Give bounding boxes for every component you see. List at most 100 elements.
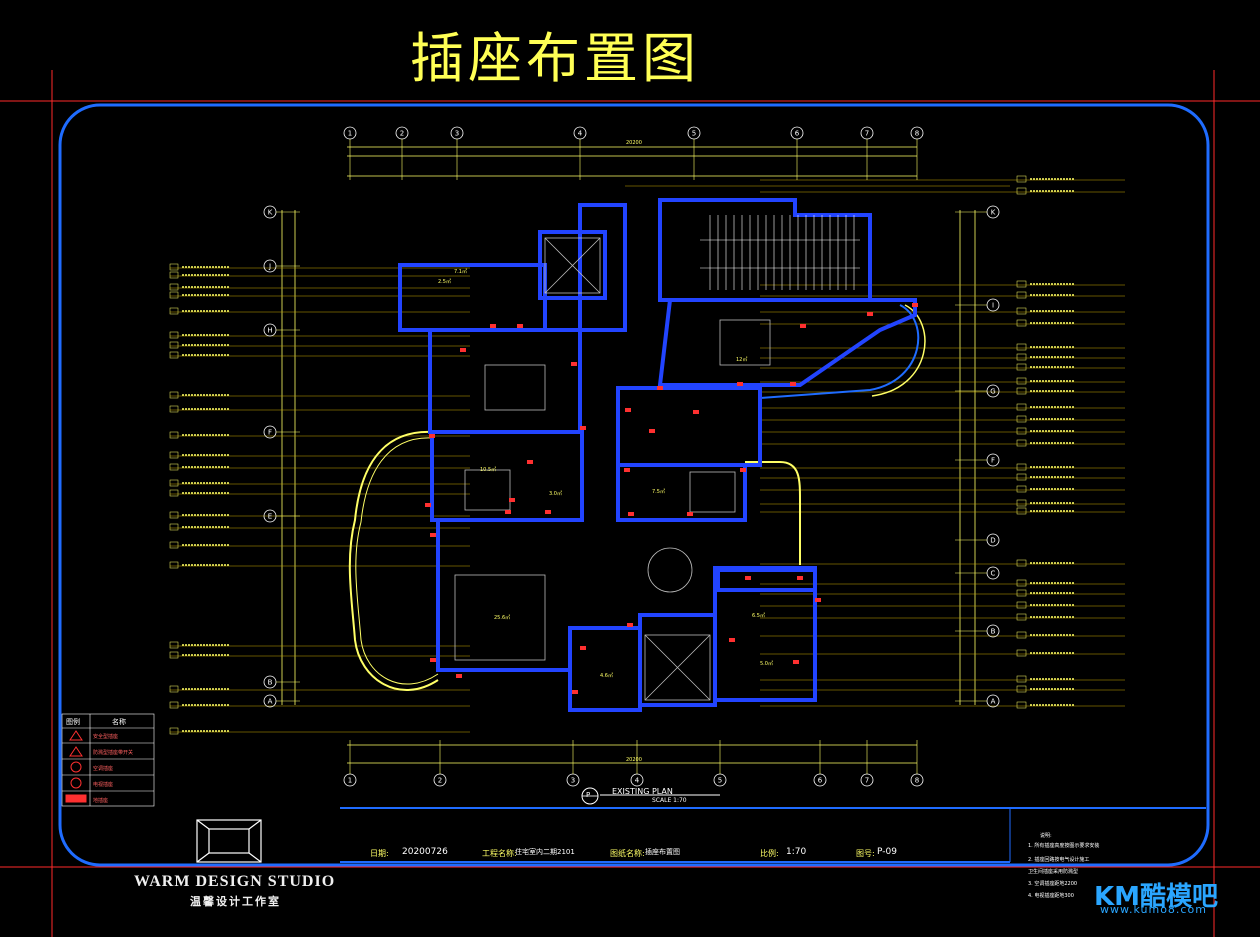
grid-bubble: C bbox=[986, 566, 1000, 580]
grid-bubble: 3 bbox=[450, 126, 464, 140]
sockets bbox=[425, 303, 918, 694]
date-label: 日期: bbox=[370, 849, 389, 858]
svg-text:3: 3 bbox=[455, 130, 459, 138]
grid-bubble: F bbox=[263, 425, 277, 439]
grid-bubble: J bbox=[263, 259, 277, 273]
grid-bubble: K bbox=[986, 205, 1000, 219]
number-label: 图号: bbox=[856, 849, 875, 858]
svg-text:H: H bbox=[267, 327, 272, 335]
room-area-label: 10.5㎡ bbox=[480, 467, 497, 473]
watermark-url: www.kumo8.com bbox=[1100, 903, 1207, 916]
svg-text:7: 7 bbox=[865, 130, 869, 138]
svg-text:F: F bbox=[268, 429, 272, 437]
left-leaders bbox=[169, 263, 470, 735]
svg-text:5: 5 bbox=[718, 777, 722, 785]
walls bbox=[398, 198, 917, 712]
svg-text:C: C bbox=[991, 570, 996, 578]
svg-text:4: 4 bbox=[635, 777, 640, 785]
grid-bubble: 5 bbox=[687, 126, 701, 140]
grid-bubble: 4 bbox=[573, 126, 587, 140]
room-area-label: 7.5㎡ bbox=[652, 489, 665, 495]
grid-bubble: 6 bbox=[790, 126, 804, 140]
svg-text:B: B bbox=[268, 679, 273, 687]
svg-text:4: 4 bbox=[578, 130, 583, 138]
studio-name: WARM DESIGN STUDIO bbox=[134, 873, 336, 890]
grid-bubble: F bbox=[986, 453, 1000, 467]
room-area-label: 7.1㎡ bbox=[454, 269, 467, 275]
right-leaders bbox=[625, 175, 1125, 709]
svg-text:2: 2 bbox=[400, 130, 404, 138]
plan-marker-label: P bbox=[586, 791, 591, 799]
studio-logo bbox=[196, 819, 262, 863]
grid-right: K I G F D C B A bbox=[955, 205, 1000, 708]
svg-text:7: 7 bbox=[865, 777, 869, 785]
project-value: 住宅室内二期2101 bbox=[515, 848, 575, 856]
project-label: 工程名称: bbox=[482, 849, 517, 858]
right-balcony bbox=[759, 304, 920, 399]
svg-text:B: B bbox=[991, 628, 996, 636]
grid-bubble: I bbox=[986, 298, 1000, 312]
svg-text:1: 1 bbox=[348, 777, 352, 785]
note-line: 3. 空调插座距地2200 bbox=[1028, 881, 1078, 887]
grid-bubble: 8 bbox=[910, 773, 924, 787]
total-dim-bottom: 20200 bbox=[626, 757, 642, 763]
grid-bubble: 1 bbox=[343, 773, 357, 787]
plan-scale: SCALE 1:70 bbox=[652, 797, 687, 804]
grid-bubble: B bbox=[986, 624, 1000, 638]
grid-top: 1 2 3 4 5 6 7 8 bbox=[343, 126, 924, 180]
grid-bubble: 1 bbox=[343, 126, 357, 140]
drawing-name-value: 插座布置图 bbox=[645, 848, 680, 856]
room-area-label: 3.0㎡ bbox=[549, 491, 562, 497]
number-value: P-09 bbox=[877, 847, 897, 857]
room-area-label: 6.5㎡ bbox=[752, 613, 765, 619]
total-dim-top: 20200 bbox=[626, 140, 642, 146]
scale-label: 比例: bbox=[760, 849, 779, 858]
legend-table bbox=[61, 713, 155, 807]
grid-bubble: A bbox=[263, 694, 277, 708]
grid-bubble: 8 bbox=[910, 126, 924, 140]
grid-bubble: 4 bbox=[630, 773, 644, 787]
svg-text:5: 5 bbox=[692, 130, 696, 138]
grid-bubble: 3 bbox=[566, 773, 580, 787]
room-area-label: 2.5㎡ bbox=[438, 279, 451, 285]
svg-text:8: 8 bbox=[915, 130, 919, 138]
legend-header-symbol: 图例 bbox=[66, 718, 80, 726]
plan-marker bbox=[581, 787, 720, 805]
grid-bubble: H bbox=[263, 323, 277, 337]
scale-value: 1:70 bbox=[786, 847, 807, 857]
top-dimension bbox=[347, 146, 917, 177]
grid-bottom: 1 2 3 4 5 6 7 8 bbox=[343, 740, 924, 787]
room-area-label: 12㎡ bbox=[736, 357, 748, 363]
room-area-label: 4.6㎡ bbox=[600, 673, 613, 679]
svg-text:K: K bbox=[991, 209, 996, 217]
watermark-brand: KM酷模吧 bbox=[1094, 882, 1219, 912]
note-line: 2. 插座回路按电气设计施工 bbox=[1028, 857, 1090, 863]
date-value: 20200726 bbox=[402, 847, 448, 857]
grid-bubble: 5 bbox=[713, 773, 727, 787]
svg-text:A: A bbox=[268, 698, 273, 706]
room-area-label: 5.0㎡ bbox=[760, 661, 773, 667]
notes-header: 说明: bbox=[1040, 833, 1052, 839]
svg-text:3: 3 bbox=[571, 777, 575, 785]
drawing-name-label: 图纸名称: bbox=[610, 849, 645, 858]
svg-text:6: 6 bbox=[795, 130, 800, 138]
plan-title: EXISTING PLAN bbox=[612, 787, 673, 796]
note-line: 卫生间插座采用防溅型 bbox=[1028, 869, 1079, 875]
svg-text:E: E bbox=[268, 513, 272, 521]
svg-text:A: A bbox=[991, 698, 996, 706]
grid-bubble: 7 bbox=[860, 773, 874, 787]
legend-item: 空调插座 bbox=[93, 766, 114, 772]
note-line: 1. 所有插座高度按图示要求安装 bbox=[1028, 843, 1100, 849]
svg-text:8: 8 bbox=[915, 777, 919, 785]
grid-bubble: 2 bbox=[433, 773, 447, 787]
svg-text:G: G bbox=[990, 388, 995, 396]
grid-bubble: 7 bbox=[860, 126, 874, 140]
svg-text:I: I bbox=[992, 302, 994, 310]
svg-text:D: D bbox=[990, 537, 995, 545]
grid-bubble: 6 bbox=[813, 773, 827, 787]
bottom-dimension bbox=[347, 744, 917, 764]
svg-text:2: 2 bbox=[438, 777, 442, 785]
room-area-label: 25.6㎡ bbox=[494, 615, 511, 621]
